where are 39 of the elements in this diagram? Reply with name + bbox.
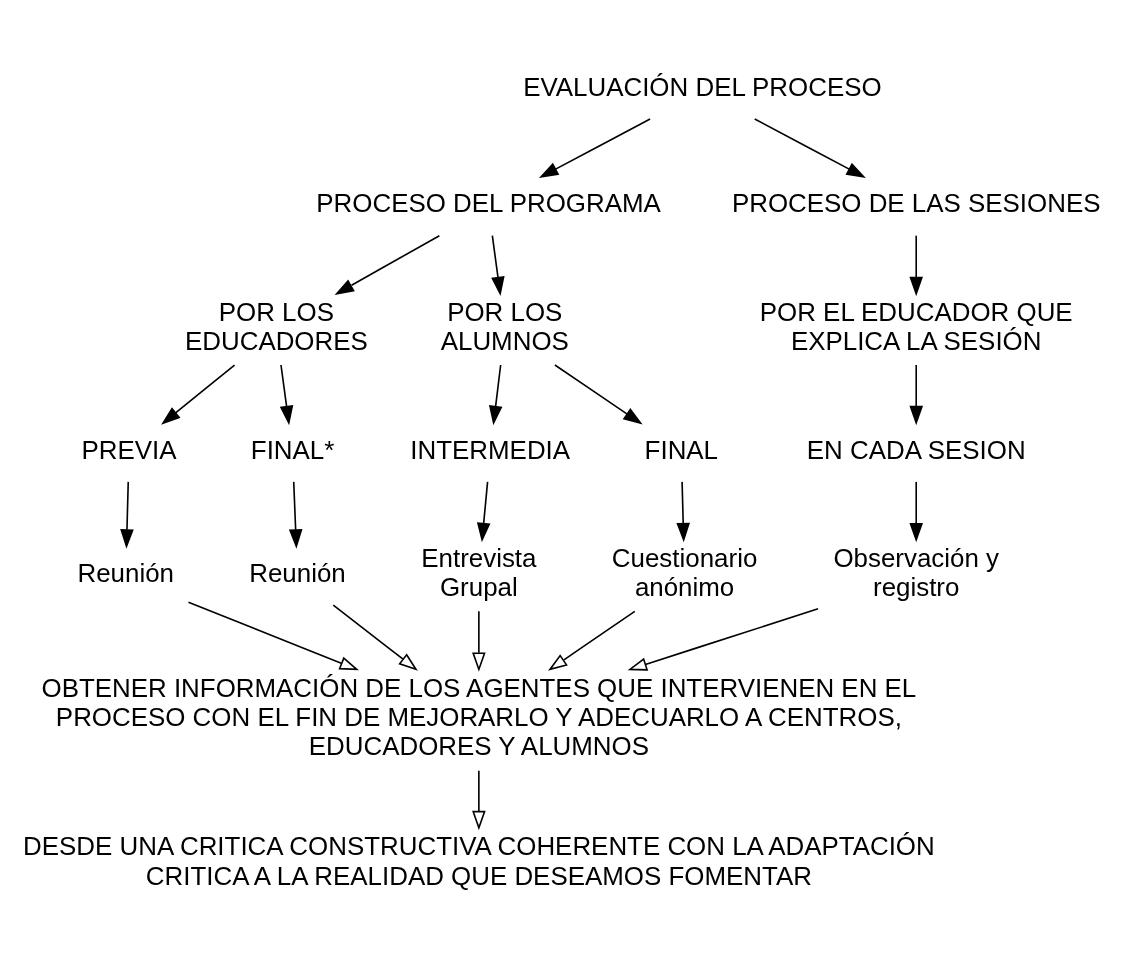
node-text: PREVIA xyxy=(81,435,177,464)
arrow xyxy=(120,480,134,549)
arrow xyxy=(476,480,491,542)
arrow xyxy=(909,480,923,542)
arrow xyxy=(538,117,651,178)
arrow xyxy=(676,480,690,542)
arrow xyxy=(279,363,294,425)
node-text: Reunión xyxy=(77,558,175,587)
node-text: Reunión xyxy=(249,558,346,587)
arrow xyxy=(554,363,643,425)
arrow xyxy=(491,234,505,296)
node-text: INTERMEDIA xyxy=(410,435,571,464)
arrow xyxy=(627,607,819,671)
node-text: FINAL xyxy=(644,435,719,464)
arrow xyxy=(187,600,359,670)
node-text: PROCESO DEL PROGRAMA xyxy=(316,188,661,217)
node-text: DESDE UNA CRITICA CONSTRUCTIVA COHERENTE CON LA ADAPTACIÓN CRITICA A LA REALIDAD QUE DESEAMOS FOMENTAR xyxy=(23,831,935,890)
arrow xyxy=(547,610,636,671)
arrow xyxy=(161,363,236,425)
node-text: EN CADA SESION xyxy=(806,435,1026,464)
arrow xyxy=(909,363,923,425)
arrow xyxy=(288,480,303,549)
arrow xyxy=(472,769,486,830)
node-text: POR EL EDUCADOR QUE EXPLICA LA SESIÓN xyxy=(759,297,1073,355)
node-text: POR LOS EDUCADORES xyxy=(184,297,368,355)
node-text: Entrevista Grupal xyxy=(421,543,537,601)
arrow xyxy=(909,234,923,296)
arrow xyxy=(472,610,486,672)
node-text: POR LOS ALUMNOS xyxy=(440,297,569,355)
node-text: OBTENER INFORMACIÓN DE LOS AGENTES QUE INTERVIENEN EN EL PROCESO CON EL FIN DE MEJORARLO Y ADECUARLO A CENTROS, EDUCADORES Y ALUMNOS xyxy=(41,673,917,760)
node-text: EVALUACIÓN DEL PROCESO xyxy=(523,72,882,101)
arrow xyxy=(753,117,866,178)
arrow xyxy=(488,363,503,425)
arrow xyxy=(332,603,418,671)
node-text: Observación y registro xyxy=(833,543,999,601)
node-text: FINAL* xyxy=(250,435,335,464)
node-text: Cuestionario anónimo xyxy=(611,543,758,601)
node-text: PROCESO DE LAS SESIONES xyxy=(731,188,1101,217)
arrow xyxy=(334,234,441,295)
